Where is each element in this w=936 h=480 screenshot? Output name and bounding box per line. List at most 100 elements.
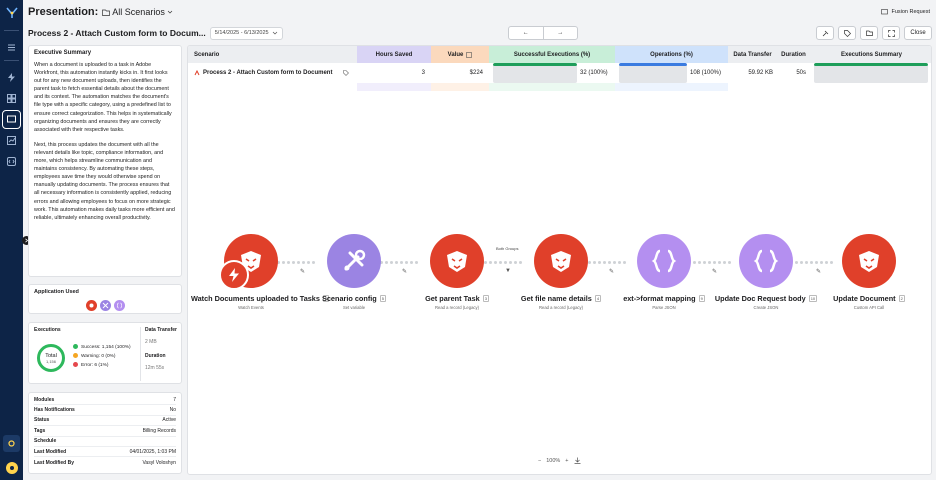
pin-icon bbox=[822, 30, 828, 36]
scenario-selector[interactable]: All Scenarios bbox=[102, 7, 173, 17]
bolt-icon[interactable] bbox=[3, 69, 20, 86]
route-settings-icon[interactable]: ✎ bbox=[300, 269, 306, 275]
fusion-request-button[interactable]: Fusion Request bbox=[881, 9, 930, 15]
collapse-panel-button[interactable] bbox=[22, 236, 31, 245]
success-dot bbox=[73, 344, 78, 349]
executive-summary-panel: Executive Summary When a document is upl… bbox=[28, 45, 182, 277]
folder-icon bbox=[102, 9, 111, 16]
module-scenario-config[interactable] bbox=[327, 234, 381, 288]
route-settings-icon[interactable]: ✎ bbox=[816, 269, 822, 275]
next-process-button[interactable]: → bbox=[542, 27, 578, 39]
module-subtitle: Watch Events bbox=[238, 305, 264, 310]
code-icon[interactable] bbox=[3, 153, 20, 170]
connector bbox=[484, 260, 522, 264]
warning-count: Warning: 0 (0%) bbox=[81, 354, 116, 359]
executions-summary-bar bbox=[814, 63, 928, 83]
column-header-duration[interactable]: Duration bbox=[777, 46, 810, 63]
meta-value: Vasyl Voloshyn bbox=[142, 459, 176, 466]
column-header-hours-saved[interactable]: Hours Saved bbox=[357, 46, 431, 63]
meta-key: Last Modified bbox=[34, 448, 67, 455]
success-value: 32 (100%) bbox=[580, 70, 608, 76]
module-get-file-name-details[interactable] bbox=[534, 234, 588, 288]
presentation-icon[interactable] bbox=[2, 110, 21, 129]
column-header-value[interactable]: Value bbox=[431, 46, 489, 63]
tag-button[interactable] bbox=[838, 26, 856, 40]
previous-process-button[interactable]: ← bbox=[522, 30, 529, 36]
reports-icon[interactable] bbox=[3, 132, 20, 149]
json-braces-icon bbox=[651, 249, 677, 273]
module-subtitle: Read a record (Legacy) bbox=[539, 305, 583, 310]
folder-button[interactable] bbox=[860, 26, 878, 40]
column-header-scenario[interactable]: Scenario bbox=[188, 46, 357, 63]
success-count: Success: 1,154 (100%) bbox=[81, 345, 131, 350]
filter-icon[interactable]: ▼ bbox=[505, 268, 511, 274]
table-row[interactable]: Process 2 - Attach Custom form to Docume… bbox=[188, 63, 931, 83]
tag-icon bbox=[343, 70, 350, 76]
meta-value: 7 bbox=[173, 396, 176, 403]
connector bbox=[795, 260, 833, 264]
route-settings-icon[interactable]: ✎ bbox=[712, 269, 718, 275]
module-title-text: Update Doc Request body bbox=[714, 294, 806, 303]
executions-total-ring: Total 1,156 bbox=[37, 344, 65, 372]
summary-paragraph-2: Next, this process updates the document … bbox=[34, 141, 175, 221]
date-range-picker[interactable]: 5/14/2025 - 6/13/2025 bbox=[209, 26, 283, 40]
close-button[interactable]: Close bbox=[904, 26, 932, 40]
column-header-data-transfer[interactable]: Data Transfer bbox=[728, 46, 777, 63]
download-icon[interactable] bbox=[574, 457, 581, 464]
fullscreen-button[interactable] bbox=[882, 26, 900, 40]
column-header-success[interactable]: Successful Executions (%) bbox=[489, 46, 615, 63]
zoom-in-button[interactable]: + bbox=[565, 457, 569, 464]
settings-icon[interactable] bbox=[3, 435, 20, 452]
executive-summary-heading: Executive Summary bbox=[34, 50, 92, 56]
app-logo-icon[interactable] bbox=[0, 0, 23, 26]
success-bar bbox=[493, 63, 577, 83]
data-transfer-label: Data Transfer bbox=[145, 327, 177, 333]
module-title-text: Get parent Task bbox=[425, 294, 480, 303]
workfront-lion-icon bbox=[447, 251, 467, 272]
route-settings-icon[interactable]: ✎ bbox=[402, 269, 408, 275]
connector bbox=[588, 260, 626, 264]
executions-legend: Success: 1,154 (100%) Warning: 0 (0%) Er… bbox=[73, 343, 131, 370]
workfront-icon bbox=[85, 300, 97, 311]
hours-saved-cell: 3 bbox=[421, 70, 425, 76]
json-braces-icon bbox=[753, 249, 779, 273]
column-header-operations[interactable]: Operations (%) bbox=[615, 46, 728, 63]
zoom-out-button[interactable]: − bbox=[538, 457, 542, 464]
module-get-parent-task[interactable] bbox=[430, 234, 484, 288]
menu-icon[interactable] bbox=[3, 39, 20, 56]
duration-value: 12m 55s bbox=[145, 365, 165, 371]
route-settings-icon[interactable]: ✎ bbox=[609, 269, 615, 275]
application-used-heading: Application Used bbox=[34, 289, 79, 295]
meta-value: 04/01/2025, 1:03 PM bbox=[129, 448, 176, 455]
left-rail bbox=[0, 0, 23, 480]
column-header-executions-summary[interactable]: Executions Summary bbox=[810, 46, 931, 63]
operations-bar bbox=[619, 63, 687, 83]
success-bar-fill bbox=[493, 63, 577, 66]
connector bbox=[380, 260, 418, 264]
expand-icon bbox=[887, 29, 895, 37]
meta-key: Has Notifications bbox=[34, 407, 75, 414]
module-update-doc-request-body[interactable] bbox=[739, 234, 793, 288]
operations-bar-fill bbox=[619, 63, 687, 66]
dashboard-icon[interactable] bbox=[3, 90, 20, 107]
module-subtitle: Create JSON bbox=[753, 305, 779, 310]
module-number: 5 bbox=[379, 295, 386, 302]
message-icon bbox=[881, 9, 889, 15]
module-subtitle: Custom API Call bbox=[853, 305, 885, 310]
error-count: Error: 6 (1%) bbox=[81, 363, 109, 368]
module-subtitle: Read a record (Legacy) bbox=[435, 305, 479, 310]
module-update-document[interactable] bbox=[842, 234, 896, 288]
user-avatar[interactable] bbox=[5, 462, 18, 474]
module-ext-format-mapping[interactable] bbox=[637, 234, 691, 288]
pin-button[interactable] bbox=[816, 26, 834, 40]
workfront-lion-icon bbox=[859, 251, 879, 272]
toolbar: Close bbox=[816, 26, 932, 40]
